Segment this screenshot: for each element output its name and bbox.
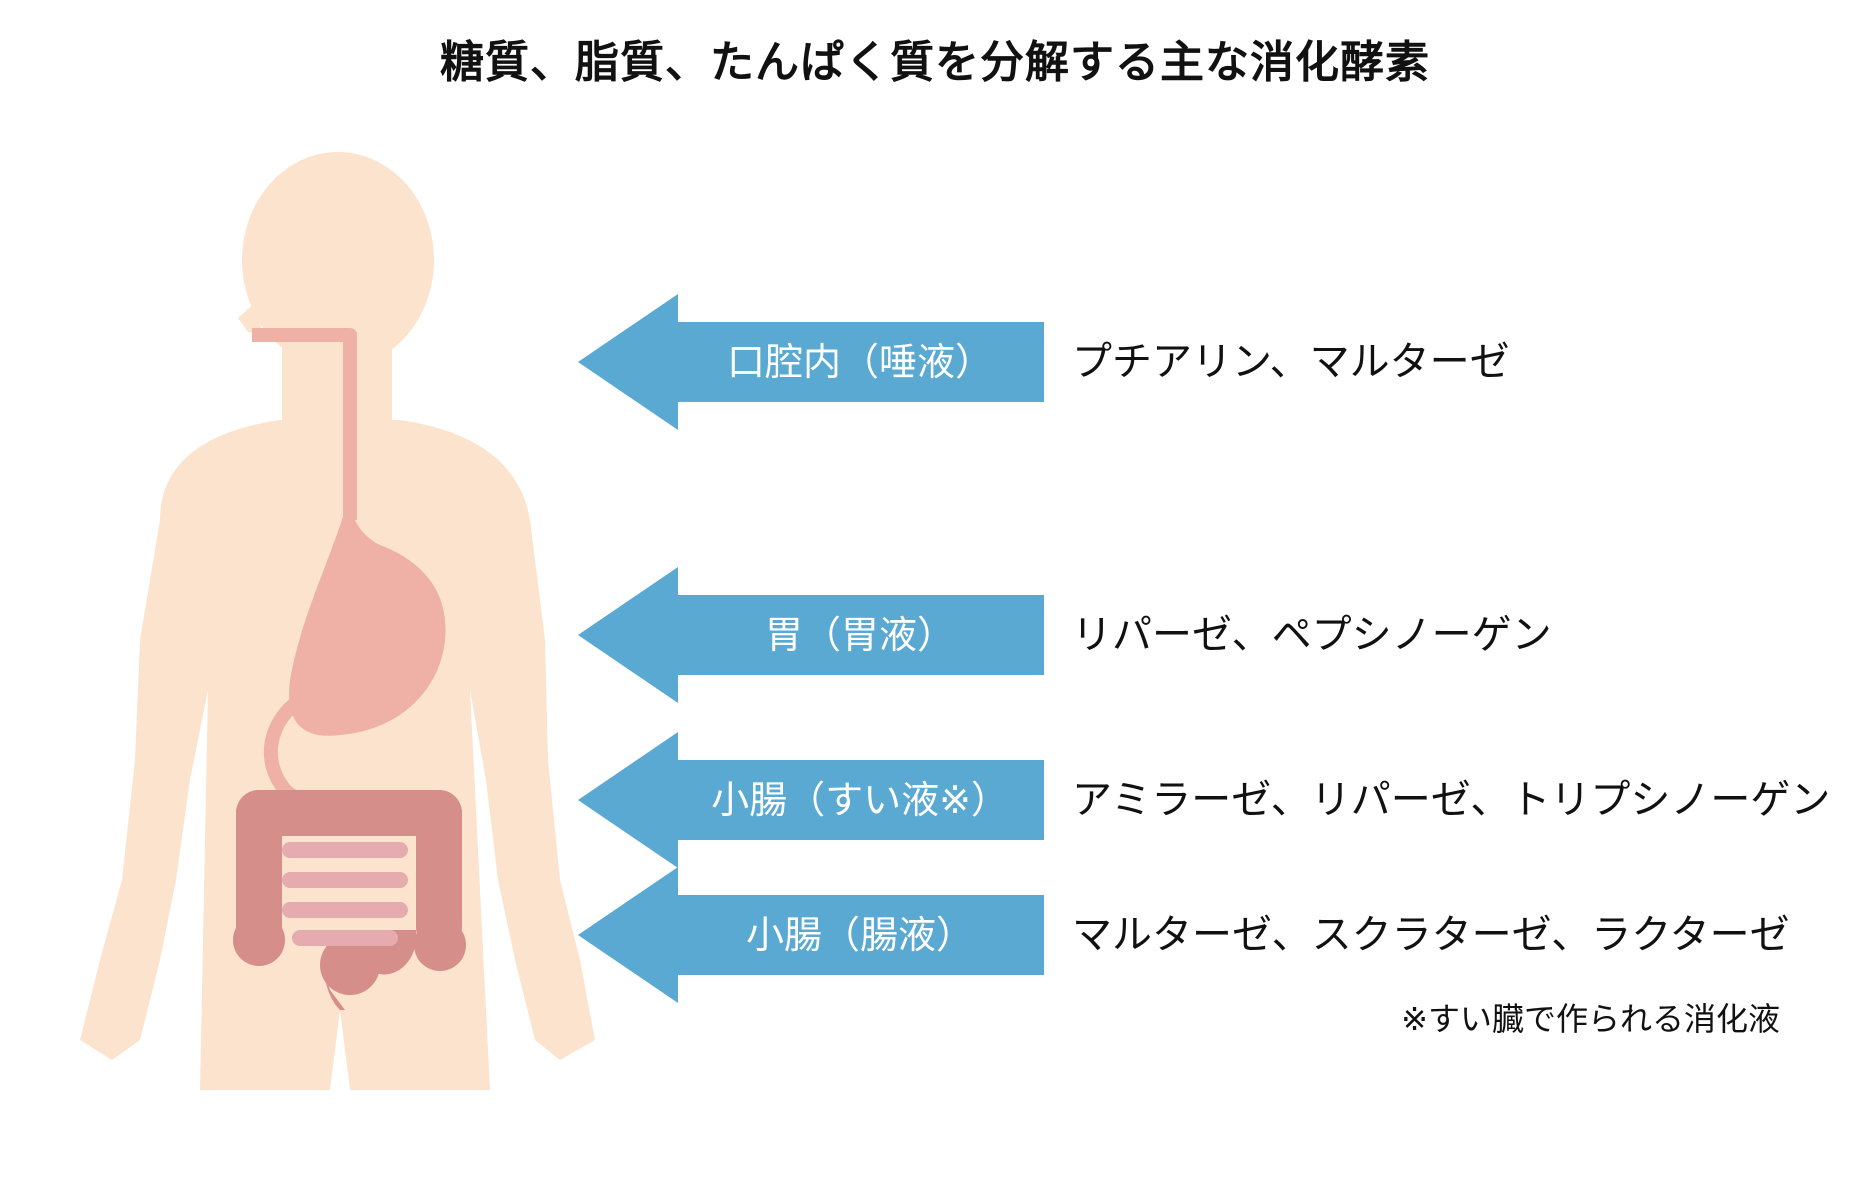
enzyme-list: プチアリン、マルターゼ — [1072, 339, 1510, 385]
arrow-row-stomach: 胃（胃液） リパーゼ、ペプシノーゲン — [578, 567, 1868, 703]
arrow-row-pancreatic-juice: 小腸（すい液※） アミラーゼ、リパーゼ、トリプシノーゲン — [578, 732, 1868, 868]
enzyme-list: リパーゼ、ペプシノーゲン — [1072, 612, 1552, 658]
arrow-left-icon — [578, 294, 1044, 430]
organ-label: 小腸（腸液） — [745, 913, 974, 957]
esophagus — [252, 328, 357, 520]
stomach — [289, 510, 446, 736]
body-silhouette — [80, 152, 595, 1090]
large-intestine — [233, 790, 466, 1010]
organ-label: 胃（胃液） — [764, 613, 955, 657]
footnote: ※すい臓で作られる消化液 — [1401, 1000, 1780, 1038]
arrow-left-icon — [578, 867, 1044, 1003]
page-title: 糖質、脂質、たんぱく質を分解する主な消化酵素 — [440, 37, 1430, 88]
arrow-left-icon — [578, 732, 1044, 868]
enzyme-list: マルターゼ、スクラターゼ、ラクターゼ — [1072, 912, 1790, 958]
small-intestine — [282, 842, 408, 946]
organ-label: 小腸（すい液※） — [711, 778, 1009, 822]
arrow-row-intestinal-juice: 小腸（腸液） マルターゼ、スクラターゼ、ラクターゼ — [578, 867, 1868, 1003]
organ-label: 口腔内（唾液） — [726, 340, 993, 384]
arrow-row-mouth: 口腔内（唾液） プチアリン、マルターゼ — [578, 294, 1868, 430]
enzyme-list: アミラーゼ、リパーゼ、トリプシノーゲン — [1072, 777, 1831, 823]
arrow-left-icon — [578, 567, 1044, 703]
